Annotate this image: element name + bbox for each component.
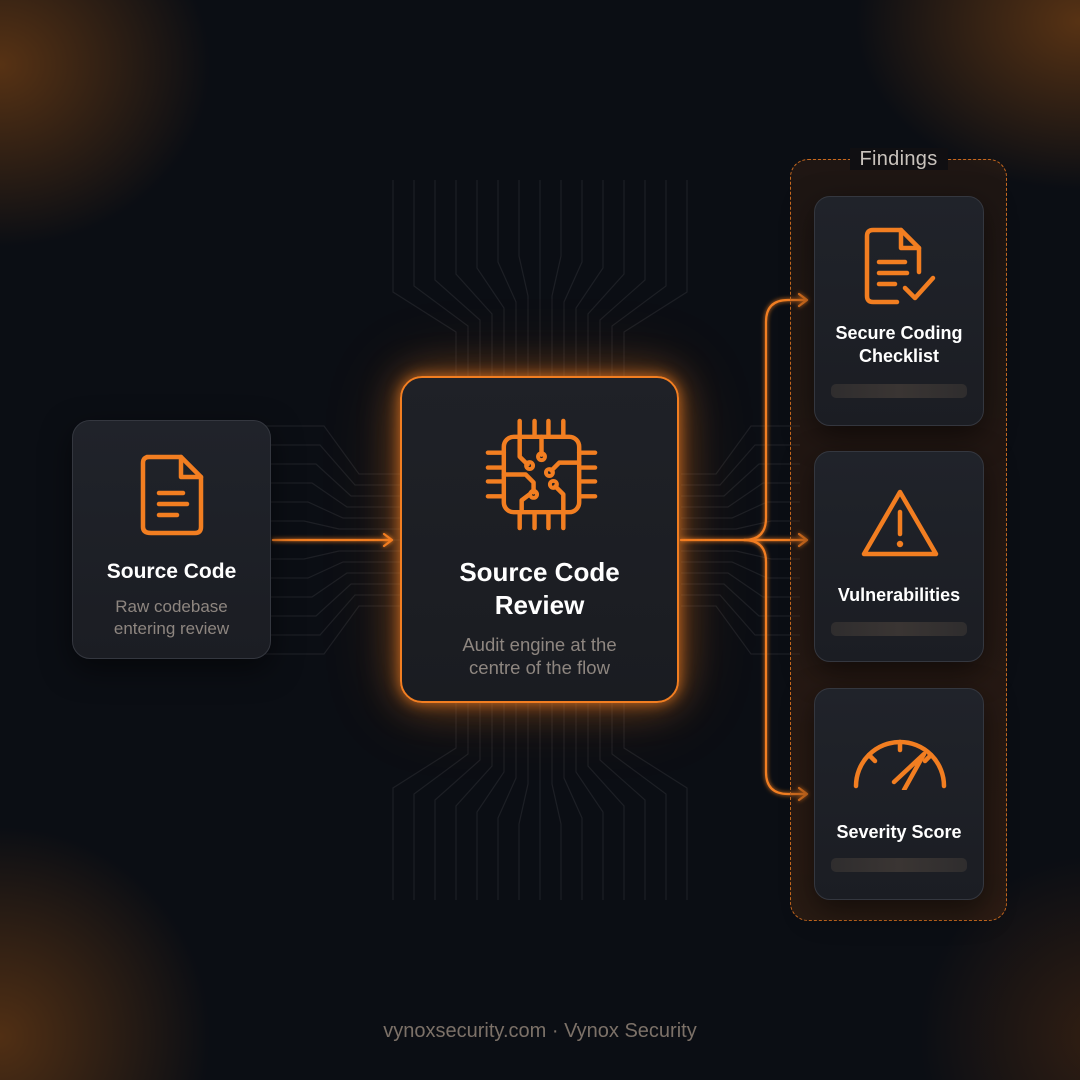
circuit-trace <box>587 180 625 376</box>
source-code-title: Source Code <box>106 560 237 583</box>
circuit-trace <box>434 180 481 376</box>
circuit-trace <box>551 703 562 900</box>
source-code-review-title: Source Code Review <box>459 557 620 620</box>
circuit-trace <box>476 703 505 900</box>
circuit-trace <box>455 180 493 376</box>
circuit-trace <box>575 703 604 900</box>
circuit-trace <box>518 703 529 900</box>
circuit-trace <box>497 703 517 900</box>
source-code-subtitle: Raw codebase entering review <box>113 597 230 638</box>
circuit-trace <box>230 482 400 508</box>
circuit-trace <box>681 550 800 560</box>
source-code-review-node: Source Code Review Audit engine at the c… <box>400 376 679 703</box>
circuit-trace <box>413 703 469 900</box>
circuit-trace <box>413 180 469 376</box>
finding-title-checklist: Secure Coding Checklist <box>835 323 963 366</box>
circuit-trace <box>230 463 400 497</box>
circuit-trace <box>455 703 493 900</box>
circuit-trace <box>681 444 800 486</box>
document-icon <box>140 454 204 536</box>
circuit-trace <box>681 463 800 497</box>
source-code-node: Source Code Raw codebase entering review <box>72 420 271 659</box>
circuit-trace <box>230 605 400 655</box>
circuit-trace <box>681 572 800 598</box>
circuit-trace <box>518 180 529 376</box>
circuit-trace <box>230 444 400 486</box>
circuit-trace <box>230 572 400 598</box>
circuit-trace <box>587 703 625 900</box>
branch-to-checklist-arrow <box>742 292 809 542</box>
source-code-review-subtitle: Audit engine at the centre of the flow <box>462 634 617 678</box>
warning-icon <box>861 489 939 557</box>
finding-secure-coding-checklist: Secure Coding Checklist <box>814 196 984 426</box>
branch-to-severity-arrow <box>742 538 809 802</box>
source-to-review-arrow <box>271 532 394 548</box>
circuit-trace <box>599 180 646 376</box>
circuit-trace <box>563 703 583 900</box>
circuit-trace <box>681 520 800 530</box>
circuit-trace <box>392 180 457 376</box>
circuit-trace <box>551 180 562 376</box>
findings-label: Findings <box>849 148 948 170</box>
finding-placeholder-bar <box>831 858 967 872</box>
circuit-trace <box>611 180 667 376</box>
circuit-trace <box>434 703 481 900</box>
gauge-icon <box>853 739 947 790</box>
finding-placeholder-bar <box>831 622 967 636</box>
finding-vulnerabilities: Vulnerabilities <box>814 451 984 662</box>
circuit-trace <box>681 561 800 579</box>
circuit-trace <box>681 501 800 519</box>
finding-title-severity: Severity Score <box>836 822 962 842</box>
circuit-trace <box>611 703 667 900</box>
circuit-trace <box>681 482 800 508</box>
circuit-trace <box>623 180 688 376</box>
circuit-trace <box>599 703 646 900</box>
circuit-trace <box>230 425 400 475</box>
circuit-trace <box>681 594 800 636</box>
circuit-trace <box>230 594 400 636</box>
circuit-trace <box>497 180 517 376</box>
circuit-trace <box>681 605 800 655</box>
finding-severity-score: Severity Score <box>814 688 984 900</box>
branch-to-vulnerabilities-arrow <box>742 532 809 548</box>
footer-credit: vynoxsecurity.com · Vynox Security <box>383 1020 697 1042</box>
circuit-trace <box>563 180 583 376</box>
circuit-trace <box>476 180 505 376</box>
circuit-trace <box>681 425 800 475</box>
circuit-trace <box>575 180 604 376</box>
circuit-trace <box>681 583 800 617</box>
finding-placeholder-bar <box>831 384 967 398</box>
circuit-trace <box>623 703 688 900</box>
circuit-trace <box>392 703 457 900</box>
chip-icon <box>485 418 598 531</box>
finding-title-vulnerabilities: Vulnerabilities <box>837 585 961 605</box>
checklist-document-icon <box>864 227 936 305</box>
circuit-trace <box>230 583 400 617</box>
